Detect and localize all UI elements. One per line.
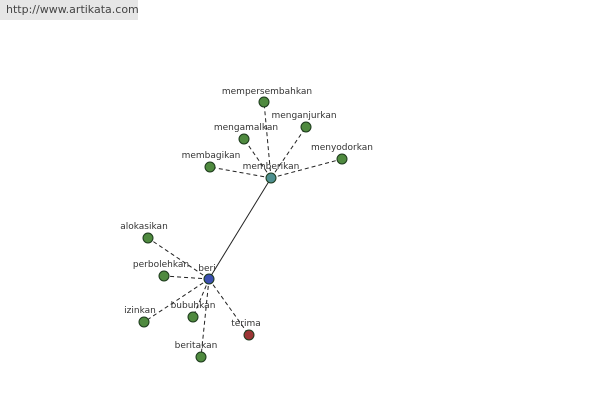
label-menyodorkan[interactable]: menyodorkan — [311, 143, 373, 153]
edge-beri-alokasikan — [147, 237, 210, 280]
edge-memberikan-menyodorkan — [270, 158, 343, 179]
node-perbolehkan[interactable] — [158, 270, 170, 282]
label-izinkan[interactable]: izinkan — [124, 306, 156, 316]
edge-memberikan-mengamalkan — [243, 138, 272, 179]
node-izinkan[interactable] — [138, 316, 150, 328]
edge-memberikan-menganjurkan — [270, 126, 307, 179]
label-memberikan[interactable]: memberikan — [243, 162, 300, 172]
edge-beri-izinkan — [143, 278, 210, 323]
label-mempersembahkan[interactable]: mempersembahkan — [222, 87, 312, 97]
label-menganjurkan[interactable]: menganjurkan — [271, 111, 336, 121]
node-beri[interactable] — [203, 273, 215, 285]
node-alokasikan[interactable] — [142, 232, 154, 244]
node-terima[interactable] — [243, 329, 255, 341]
label-beritakan[interactable]: beritakan — [175, 341, 218, 351]
label-bubuhkan[interactable]: bubuhkan — [171, 301, 216, 311]
node-mempersembahkan[interactable] — [258, 96, 270, 108]
label-mengamalkan[interactable]: mengamalkan — [214, 123, 278, 133]
edge-beri-perbolehkan — [163, 275, 210, 280]
node-membagikan[interactable] — [204, 161, 216, 173]
node-menyodorkan[interactable] — [336, 153, 348, 165]
edge-memberikan-mempersembahkan — [263, 101, 272, 179]
edge-beri-terima — [208, 278, 250, 336]
node-menganjurkan[interactable] — [300, 121, 312, 133]
graph-edges — [143, 101, 343, 358]
site-url-link[interactable]: http://www.artikata.com — [6, 3, 139, 16]
node-mengamalkan[interactable] — [238, 133, 250, 145]
edge-memberikan-membagikan — [209, 166, 272, 179]
node-memberikan[interactable] — [265, 172, 277, 184]
label-terima[interactable]: terima — [231, 319, 261, 329]
label-perbolehkan[interactable]: perbolehkan — [133, 260, 189, 270]
site-url-bar: http://www.artikata.com — [0, 0, 139, 20]
label-membagikan[interactable]: membagikan — [182, 151, 241, 161]
edge-beri-memberikan — [208, 177, 272, 280]
graph-nodes — [138, 96, 348, 363]
label-beri[interactable]: beri — [198, 264, 215, 274]
node-beritakan[interactable] — [195, 351, 207, 363]
edge-beri-beritakan — [200, 278, 210, 358]
node-bubuhkan[interactable] — [187, 311, 199, 323]
graph-labels: beri memberikan mempersembahkan menganjurka… — [120, 87, 373, 351]
label-alokasikan[interactable]: alokasikan — [120, 222, 168, 232]
